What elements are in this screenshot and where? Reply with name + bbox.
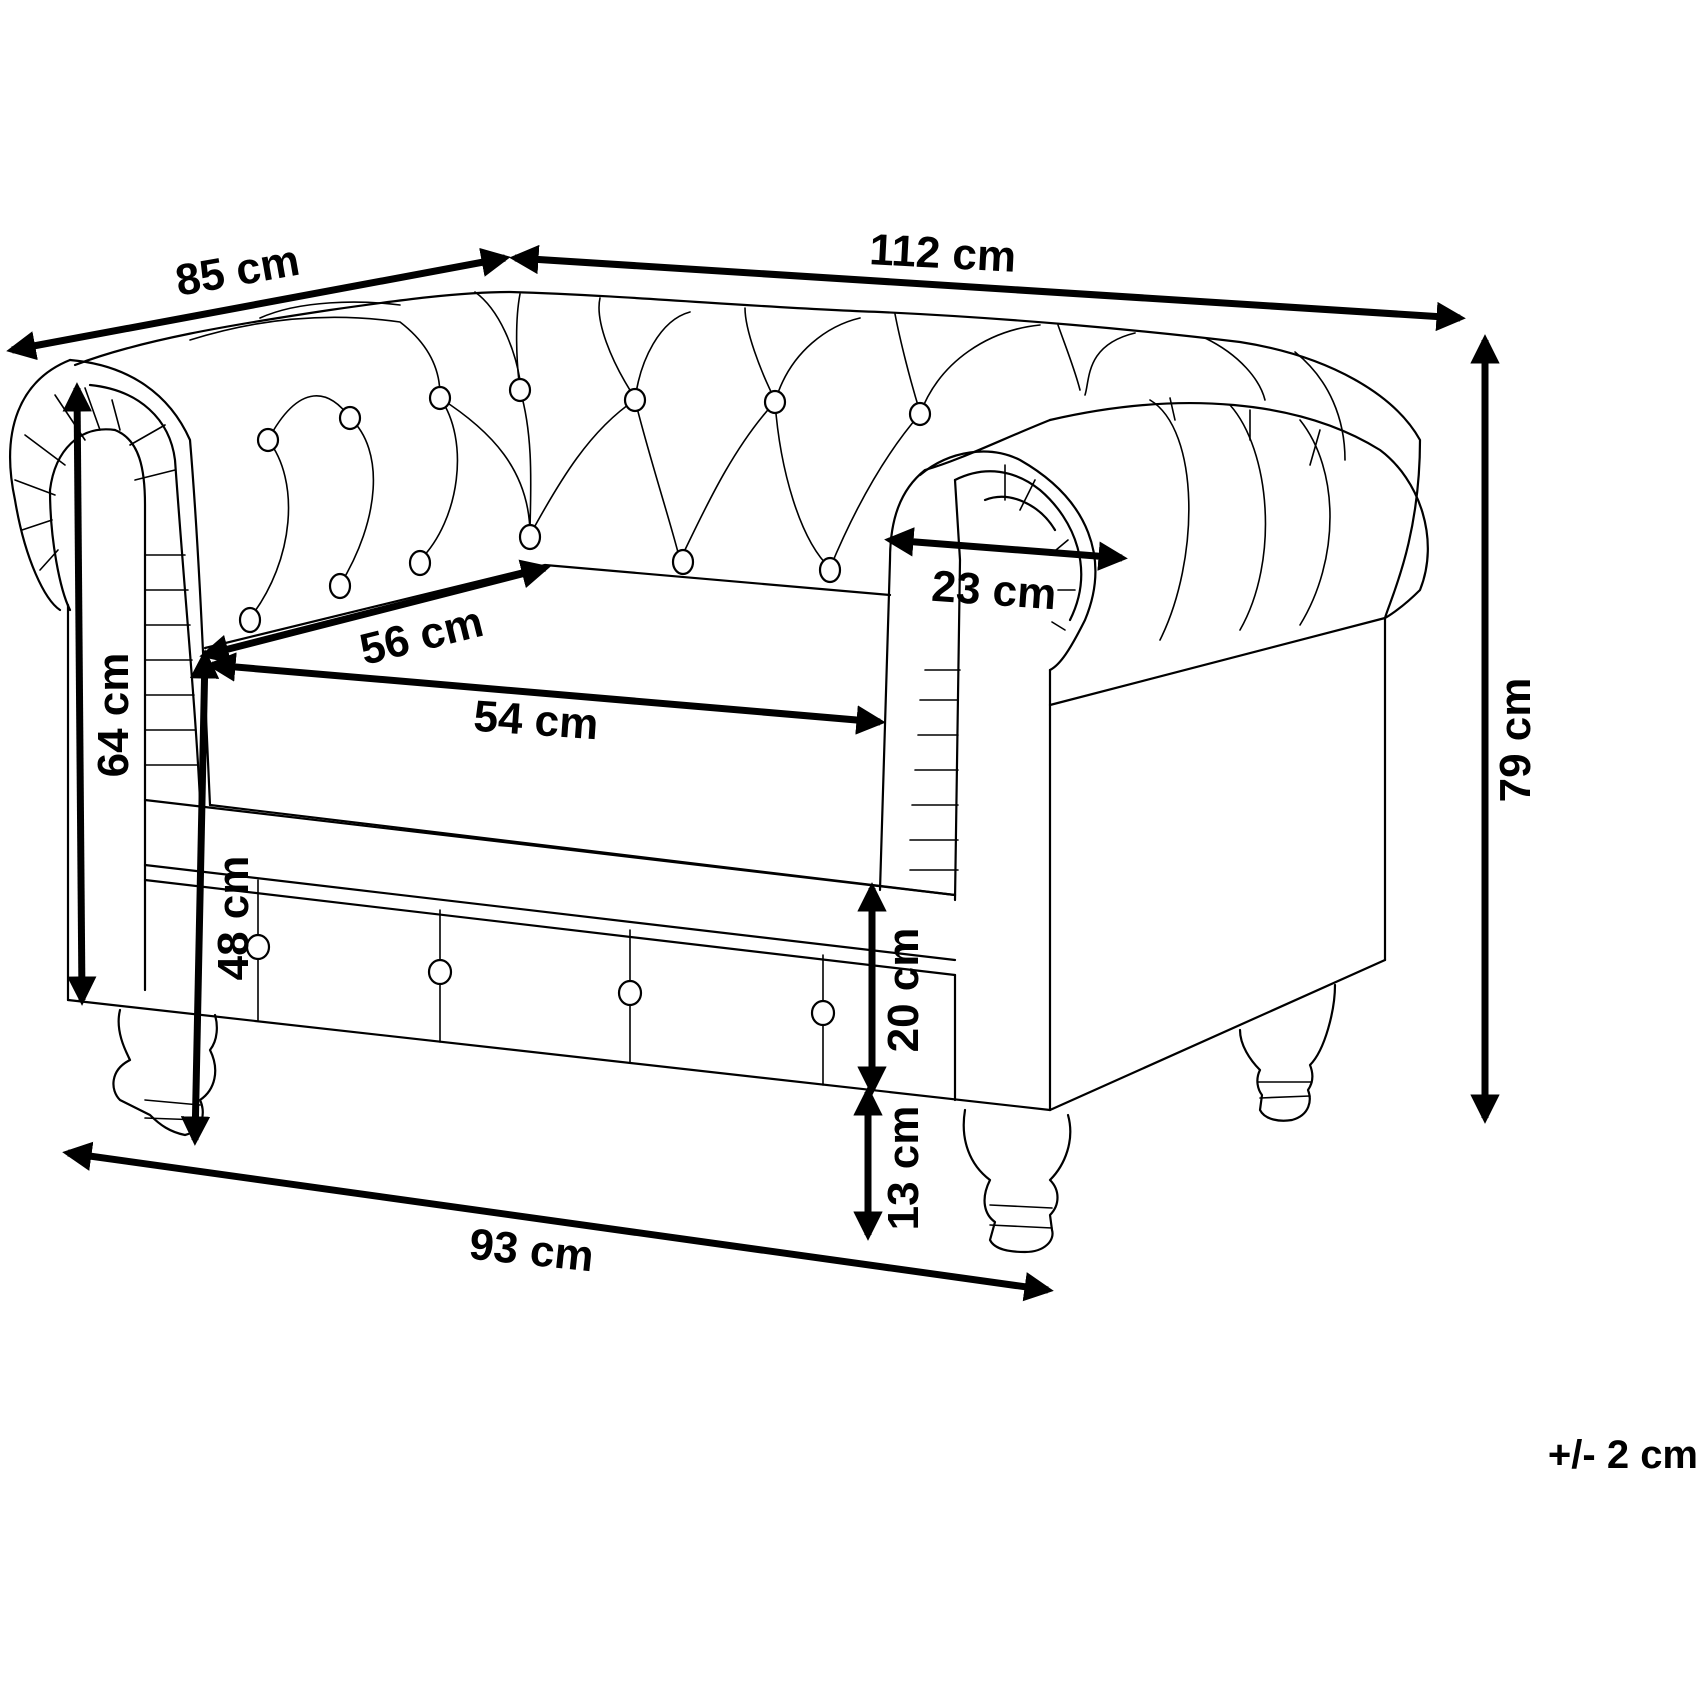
dimension-labels: 85 cm 112 cm 79 cm 64 cm 48 cm 56 cm 54 … — [89, 225, 1698, 1477]
depth-label: 85 cm — [172, 236, 303, 306]
width-label: 112 cm — [868, 225, 1017, 282]
seat-depth-dimension-line — [199, 559, 551, 664]
armchair-drawing — [9, 290, 1429, 1254]
backrest-tufting — [189, 291, 1346, 619]
dimension-lines — [6, 244, 1500, 1302]
arm-height-dimension-line — [62, 382, 97, 1006]
seat-width-dimension-line — [206, 652, 886, 735]
depth-dimension-line — [6, 247, 511, 361]
seat-width-label: 54 cm — [472, 692, 600, 750]
seat-height-dimension-line — [180, 649, 220, 1146]
arm-width-label: 23 cm — [930, 562, 1058, 620]
width-dimension-line — [509, 244, 1466, 332]
arm-width-dimension-line — [884, 527, 1128, 571]
seat-height-label: 48 cm — [209, 856, 258, 981]
height-label: 79 cm — [1491, 678, 1540, 803]
tolerance-label: +/- 2 cm — [1548, 1433, 1698, 1477]
front-width-dimension-line — [62, 1141, 1054, 1302]
arm-height-label: 64 cm — [89, 653, 138, 778]
leg-height-label: 13 cm — [879, 1106, 928, 1231]
seat-thickness-label: 20 cm — [879, 928, 928, 1053]
right-armrest — [878, 397, 1429, 1112]
front-width-label: 93 cm — [467, 1220, 596, 1282]
backrest-buttons — [238, 377, 932, 634]
